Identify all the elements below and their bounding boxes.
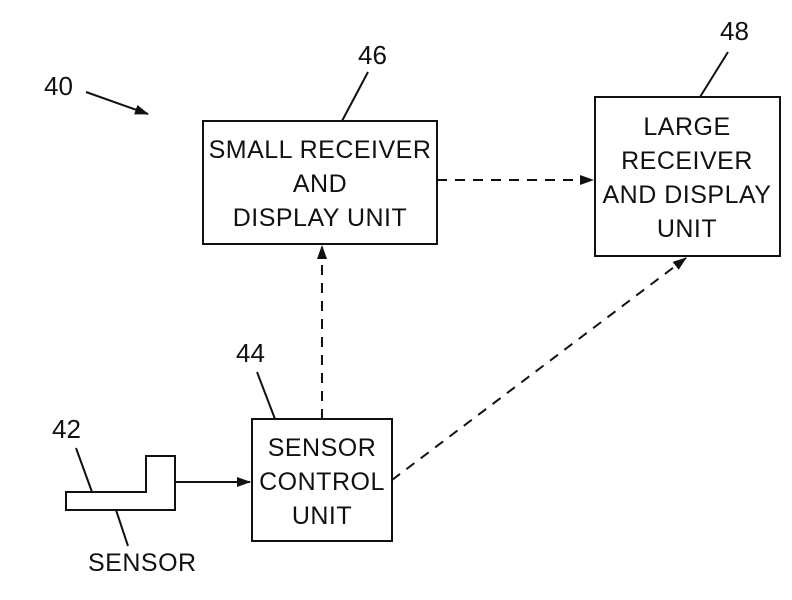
sensor-label-leader-line — [116, 510, 128, 546]
sensor-ref-numeral: 42 — [52, 414, 81, 444]
system-ref-numeral: 40 — [44, 71, 73, 101]
sensor-control-label-line-2: CONTROL — [259, 468, 385, 496]
large-receiver-label-line-3: AND DISPLAY — [603, 181, 772, 209]
sensor-ref-leader-line — [76, 448, 92, 492]
sensor-control-label-line-1: SENSOR — [268, 434, 377, 462]
large-receiver-ref-numeral: 48 — [720, 16, 749, 46]
sensor-control-label-line-3: UNIT — [292, 502, 352, 530]
small-receiver-label-line-3: DISPLAY UNIT — [233, 204, 408, 232]
small-receiver-label-line-2: AND — [293, 170, 347, 198]
large-receiver-leader-line — [700, 52, 728, 97]
large-receiver-label-line-2: RECEIVER — [621, 147, 753, 175]
control-to-large-receiver-arrow — [392, 258, 686, 480]
large-receiver-label-line-1: LARGE — [643, 113, 730, 141]
sensor-control-leader-line — [257, 372, 275, 419]
system-pointer-arrow — [86, 92, 148, 114]
small-receiver-ref-numeral: 46 — [358, 40, 387, 70]
small-receiver-leader-line — [342, 72, 368, 121]
sensor-label: SENSOR — [88, 549, 197, 577]
sensor-control-ref-numeral: 44 — [236, 338, 265, 368]
large-receiver-label-line-4: UNIT — [657, 215, 717, 243]
small-receiver-label-line-1: SMALL RECEIVER — [209, 136, 432, 164]
